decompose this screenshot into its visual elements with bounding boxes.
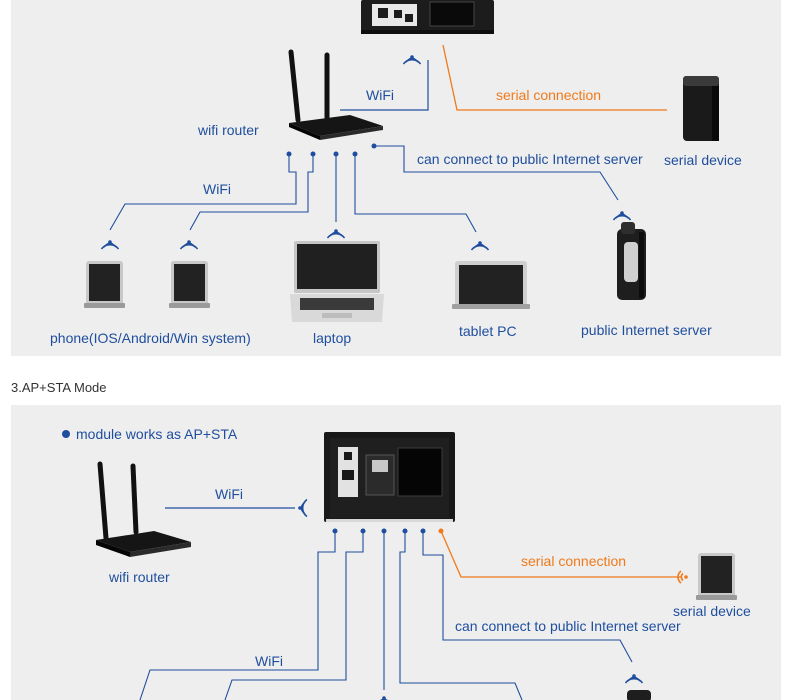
wifi-router-label: wifi router [109,569,170,585]
tablet-label: tablet PC [459,323,517,339]
phone-icon [169,261,210,308]
serial-device-icon [696,553,737,600]
serial-device-label: serial device [664,152,742,168]
wifi-module-icon [361,0,494,34]
wifi-label: WiFi [215,486,243,502]
router-icon [288,49,383,140]
phone-icon [84,261,125,308]
serial-connection-label: serial connection [521,553,627,569]
section-title: 3.AP+STA Mode [11,380,107,395]
module-note: module works as AP+STA [76,426,238,442]
router-icon [96,461,191,557]
serial-device-icon [683,76,719,141]
wifi-label-2: WiFi [255,653,283,669]
wifi-module-icon [324,432,455,522]
wifi-router-label: wifi router [198,122,259,138]
wifi-signal-icon [297,498,308,518]
laptop-label: laptop [313,330,352,346]
wifi-label: WiFi [366,87,394,103]
top-diagram-panel [11,0,781,356]
public-server-label: public Internet server [581,322,712,338]
wifi-label-2: WiFi [203,181,231,197]
server-icon [617,222,646,300]
public-internet-label: can connect to public Internet server [417,151,643,167]
phone-label: phone(IOS/Android/Win system) [50,330,251,346]
serial-device-label: serial device [673,603,751,619]
public-internet-label: can connect to public Internet server [455,618,681,634]
tablet-icon [452,261,530,309]
laptop-icon [290,241,384,322]
serial-connection-label: serial connection [496,87,602,103]
wifi-signal-icon [402,54,422,65]
